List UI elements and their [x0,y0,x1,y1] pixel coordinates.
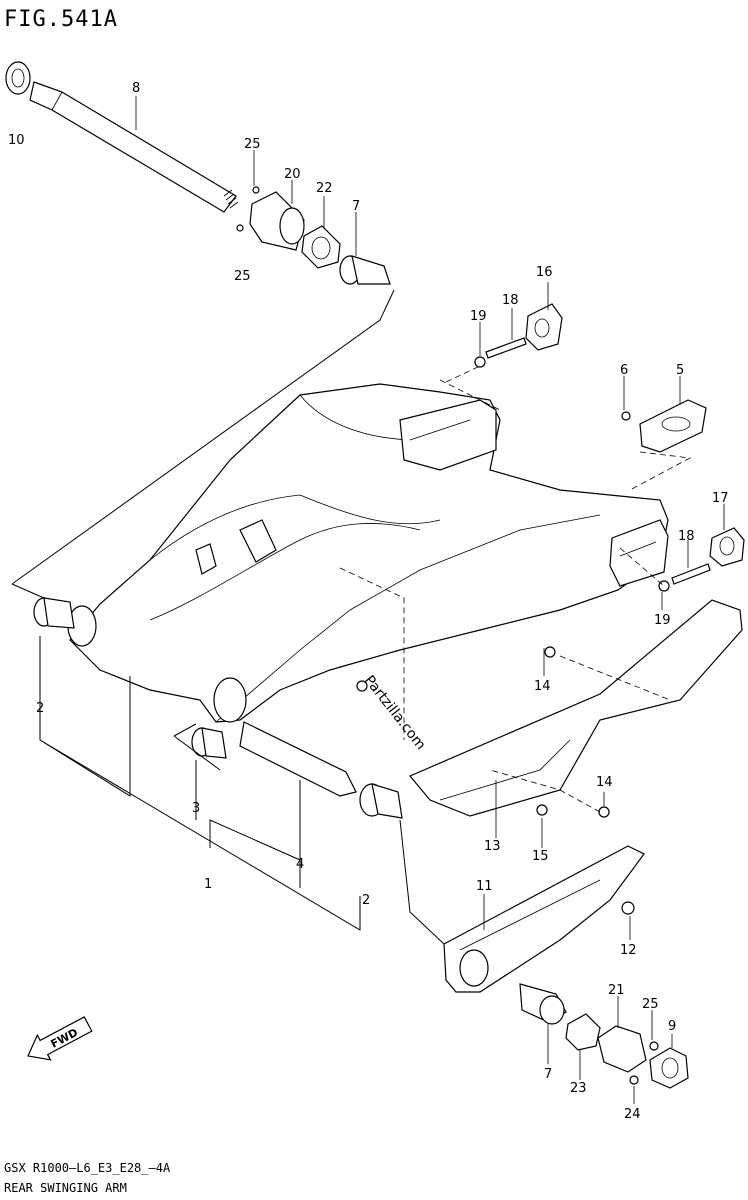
callout-label: 25 [234,269,251,284]
callout-label: 17 [712,491,729,506]
callout-label: 15 [532,849,549,864]
spacer-pipe [239,721,357,797]
callout-label: 20 [284,167,301,182]
callout-label: 24 [624,1107,641,1122]
adjuster-blocks [474,303,745,592]
watermark: Partzilla.com [361,673,429,753]
callout-label: 13 [484,839,501,854]
callout-label: 1 [204,877,212,892]
callout-labels: 1 2 2 3 4 5 6 7 7 8 9 10 11 12 13 14 14 … [8,81,729,1122]
pivot-shaft [29,81,237,213]
callout-label: 18 [678,529,695,544]
lower-pivot-parts [519,983,689,1089]
callout-label: 14 [534,679,551,694]
callout-label: 3 [192,801,200,816]
chain-guide-plate [621,399,707,453]
callout-label: 25 [642,997,659,1012]
callout-label: 7 [352,199,360,214]
callout-label: 23 [570,1081,587,1096]
footer-name: REAR SWINGING ARM [4,1181,127,1195]
callout-label: 11 [476,879,493,894]
callout-label: 2 [36,701,44,716]
callout-label: 7 [544,1067,552,1082]
chain-case [409,599,743,818]
pivot-nut [5,61,31,95]
callout-label: 19 [654,613,671,628]
swingarm-body [67,383,669,723]
pivot-shaft-group [5,61,391,285]
callout-label: 10 [8,133,25,148]
callout-label: 12 [620,943,637,958]
leader-lines [11,96,725,1104]
callout-label: 16 [536,265,553,280]
figure-title: FIG.541A [4,7,118,32]
callout-label: 25 [244,137,261,152]
pivot-locknut [301,225,341,269]
footer-code: GSX R1000—L6_E3_E28_—4A [4,1161,171,1175]
callout-label: 8 [132,81,140,96]
callout-label: 9 [668,1019,676,1034]
fwd-arrow: FWD [27,1016,93,1061]
callout-label: 14 [596,775,613,790]
callout-label: 6 [620,363,628,378]
bearings [33,597,403,819]
callout-label: 18 [502,293,519,308]
callout-label: 4 [296,857,304,872]
callout-label: 21 [608,983,625,998]
callout-label: 22 [316,181,333,196]
callout-label: 2 [362,893,370,908]
callout-label: 19 [470,309,487,324]
chain-guard [443,845,645,993]
callout-label: 5 [676,363,684,378]
